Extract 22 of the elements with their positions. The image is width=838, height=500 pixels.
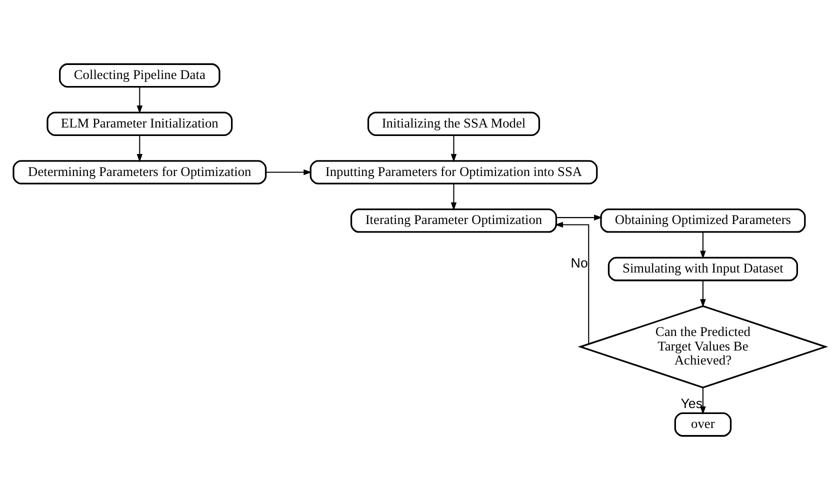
edge-label: Yes xyxy=(680,396,702,411)
node-box: ELM Parameter Initialization xyxy=(46,112,232,136)
node-box: Iterating Parameter Optimization xyxy=(350,208,557,233)
arrow xyxy=(700,232,706,259)
arrow xyxy=(450,136,456,162)
arrow xyxy=(266,169,312,176)
node-diamond: Can the Predicted Target Values Be Achieved? xyxy=(577,305,828,388)
node-box: Collecting Pipeline Data xyxy=(58,63,220,88)
node-box: over xyxy=(674,412,732,437)
arrow xyxy=(700,388,706,415)
node-box: Obtaining Optimized Parameters xyxy=(600,208,806,233)
arrow xyxy=(450,184,456,211)
arrow xyxy=(136,136,142,162)
node-box: Determining Parameters for Optimization xyxy=(12,160,266,184)
arrow xyxy=(136,87,142,114)
edge-label: No xyxy=(570,256,588,271)
node-box: Initializing the SSA Model xyxy=(366,112,540,136)
node-box: Inputting Parameters for Optimization into SSA xyxy=(309,160,598,184)
node-box: Simulating with Input Dataset xyxy=(607,256,798,282)
arrow xyxy=(700,280,706,308)
arrow xyxy=(554,222,589,344)
arrow xyxy=(556,214,602,220)
